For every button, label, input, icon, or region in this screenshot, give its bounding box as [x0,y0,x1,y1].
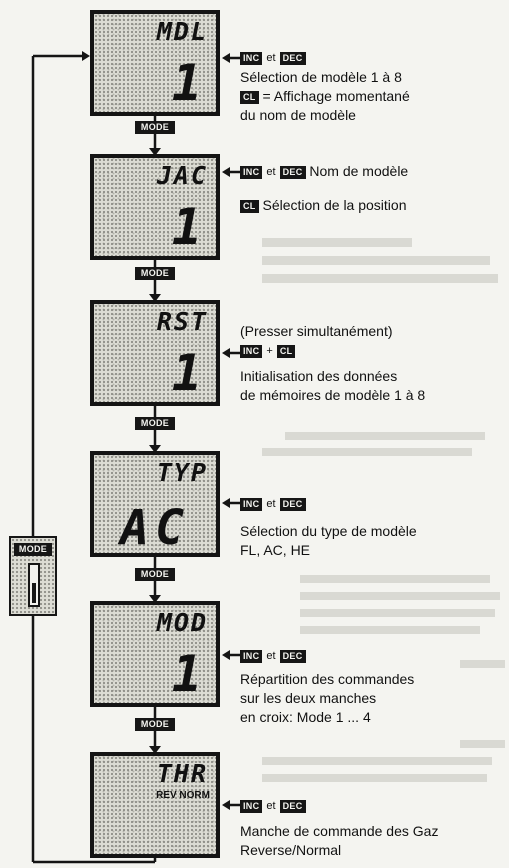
mode-key: MODE [14,543,52,556]
and-word: et [266,649,276,662]
lcd-display-typ: TYP AC [90,451,220,557]
dec-key: DEC [279,799,306,813]
lcd-sub-label: REV NORM [156,790,210,801]
dec-key: DEC [279,497,306,511]
lcd-display-jac: JAC 1 [90,154,220,260]
note-text: FL, AC, HE [240,541,311,558]
lcd-value: 1 [171,198,202,256]
and-word: et [266,51,276,64]
inc-key: INC [240,344,263,358]
dec-key: DEC [279,165,306,179]
cl-key: CL [276,344,296,358]
and-word: et [266,799,276,812]
note-text: de mémoires de modèle 1 à 8 [240,386,426,403]
lcd-display-thr: THR REV NORM [90,752,220,858]
note-text: (Presser simultanément) [240,323,393,339]
lcd-function-code: MDL [156,17,208,46]
mode-key: MODE [135,718,175,731]
mode-key: MODE [135,568,175,581]
note-text: du nom de modèle [240,106,356,123]
mode-key: MODE [135,121,175,134]
step-note-reset: (Presser simultanément) INC+CL Initialis… [240,322,425,405]
note-text: en croix: Mode 1 ... 4 [240,708,371,725]
cl-key: CL [240,199,259,213]
lcd-function-code: RST [156,307,208,336]
inc-key: INC [240,51,263,65]
lcd-value: AC [120,500,190,556]
plus-sign: + [266,344,273,357]
lcd-display-mod: MOD 1 [90,601,220,707]
note-text: Sélection de la position [262,196,407,213]
note-text: = Affichage momentané [262,87,410,104]
inc-key: INC [240,799,263,813]
note-text: Répartition des commandes [240,670,415,687]
note-text: Initialisation des données [240,367,398,384]
note-text: Sélection de modèle 1 à 8 [240,68,402,85]
note-text: Manche de commande des Gaz [240,822,439,839]
lcd-value: 1 [171,54,202,112]
lcd-value: 1 [171,344,202,402]
note-text: Nom de modèle [309,163,409,179]
inc-key: INC [240,497,263,511]
mode-switch-icon [28,563,40,607]
inc-key: INC [240,165,263,179]
lcd-display-rst: RST 1 [90,300,220,406]
and-word: et [266,497,276,510]
dec-key: DEC [279,51,306,65]
lcd-function-code: TYP [156,458,208,487]
mode-switch-illustration: MODE [9,536,57,616]
mode-key: MODE [135,267,175,280]
lcd-function-code: THR [156,759,208,788]
note-text: Sélection du type de modèle [240,522,417,539]
inc-key: INC [240,649,263,663]
lcd-value: 1 [171,645,202,703]
lcd-function-code: MOD [156,608,208,637]
note-text: Reverse/Normal [240,841,342,858]
mode-key: MODE [135,417,175,430]
lcd-function-code: JAC [156,161,208,190]
lcd-display-mdl: MDL 1 [90,10,220,116]
note-text: sur les deux manches [240,689,377,706]
and-word: et [266,165,276,178]
dec-key: DEC [279,649,306,663]
cl-key: CL [240,90,259,104]
